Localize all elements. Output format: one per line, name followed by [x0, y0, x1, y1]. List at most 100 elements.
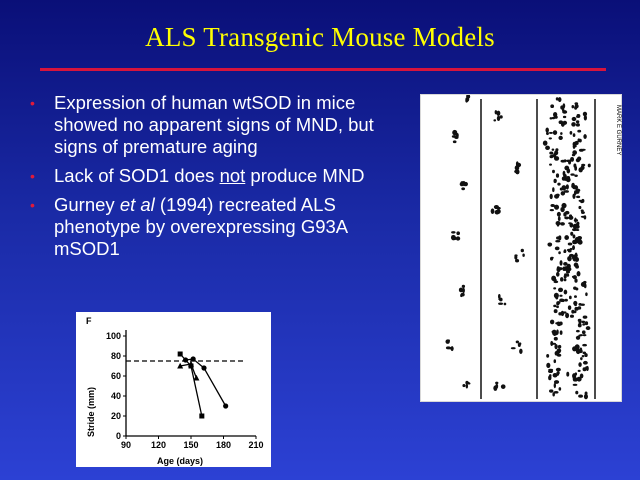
paw-print — [514, 161, 522, 175]
y-tick-label: 40 — [111, 391, 121, 401]
x-tick-label: 90 — [121, 440, 131, 450]
paw-print — [569, 120, 580, 138]
paw-print — [493, 381, 506, 391]
series-line-2 — [185, 358, 227, 407]
paw-print — [542, 127, 558, 146]
paw-print — [556, 298, 567, 317]
paw-print — [548, 375, 562, 397]
paw-print — [547, 242, 561, 261]
paw-print — [575, 111, 588, 121]
paw-print — [575, 326, 591, 337]
paw-print — [498, 294, 507, 306]
paw-print — [549, 304, 562, 325]
paw-print — [445, 339, 454, 352]
paw-print — [577, 156, 591, 173]
chart-marks: 90 120 150 180 210 0 20 40 60 80 100 — [106, 331, 264, 450]
bullet-text-pre: Gurney — [54, 194, 120, 215]
paw-print — [572, 383, 588, 400]
paw-print — [566, 262, 581, 280]
paw-print — [570, 217, 580, 236]
paw-print — [565, 150, 581, 163]
panel-label: F — [86, 316, 92, 326]
paw-print — [451, 129, 459, 144]
data-point — [190, 356, 196, 362]
paw-print — [566, 371, 578, 382]
footprint-marks — [445, 95, 591, 400]
bullet-item: • Lack of SOD1 does not produce MND — [30, 165, 400, 187]
paw-print — [574, 303, 588, 319]
y-axis-label: Stride (mm) — [86, 387, 96, 437]
paw-print — [563, 289, 578, 310]
bullet-marker: • — [30, 168, 35, 184]
paw-print — [493, 110, 503, 122]
footprint-credit: MARK E GURNEY — [615, 105, 621, 155]
stride-chart-svg: F Stride (mm) Age (days) 90 120 150 180 210 0… — [86, 316, 264, 466]
x-tick-label: 180 — [216, 440, 231, 450]
y-tick-label: 0 — [116, 431, 121, 441]
data-point — [188, 360, 194, 367]
paw-print — [555, 223, 562, 243]
paw-print — [572, 138, 586, 152]
x-tick-label: 150 — [183, 440, 198, 450]
paw-print — [553, 148, 567, 163]
x-axis-label: Age (days) — [157, 456, 203, 466]
bullet-marker: • — [30, 95, 35, 111]
paw-print — [567, 237, 582, 246]
paw-print — [450, 231, 461, 241]
paw-print — [553, 367, 561, 389]
data-point — [193, 374, 200, 381]
paw-print — [553, 266, 571, 284]
y-tick-label: 20 — [111, 411, 121, 421]
title-rule — [40, 68, 606, 71]
bullet-text-pre: Lack of SOD1 does — [54, 165, 220, 186]
paw-print — [578, 353, 588, 372]
footprint-drawing: MARK E GURNEY — [445, 95, 621, 400]
y-tick-label: 60 — [111, 371, 121, 381]
paw-print — [458, 284, 466, 298]
paw-print — [578, 205, 587, 220]
paw-print — [574, 344, 583, 361]
paw-print — [551, 329, 562, 350]
bullet-text-post: (1994) recreated ALS phenotype by overex… — [54, 194, 348, 259]
x-tick-label: 210 — [248, 440, 263, 450]
y-tick-label: 80 — [111, 351, 121, 361]
data-point — [177, 362, 184, 369]
paw-print — [465, 95, 471, 103]
paw-print — [549, 150, 559, 166]
paw-print — [571, 275, 587, 291]
paw-print — [546, 351, 561, 369]
data-point — [182, 357, 189, 363]
paw-print — [514, 248, 525, 263]
paw-print — [571, 185, 581, 196]
bullet-text-emphasis: et al — [119, 194, 155, 215]
bullet-item: • Gurney et al (1994) recreated ALS phen… — [30, 194, 400, 260]
paw-print — [555, 97, 568, 114]
paw-print — [490, 205, 501, 215]
data-point — [199, 413, 205, 419]
bullet-text-emphasis: not — [219, 165, 246, 186]
paw-print — [578, 319, 589, 337]
bullet-item: • Expression of human wtSOD in mice show… — [30, 92, 400, 158]
x-tick-label: 120 — [151, 440, 166, 450]
data-point — [223, 403, 229, 409]
stride-chart: F Stride (mm) Age (days) 90 120 150 180 210 0… — [76, 312, 271, 467]
bullet-text: Expression of human wtSOD in mice showed… — [54, 92, 374, 157]
paw-print — [576, 365, 589, 382]
paw-print — [574, 281, 588, 298]
paw-print — [462, 380, 471, 389]
paw-print — [510, 340, 523, 354]
bullet-marker: • — [30, 197, 35, 213]
bullet-list: • Expression of human wtSOD in mice show… — [30, 92, 400, 267]
paw-print — [459, 180, 468, 191]
paw-print — [549, 185, 567, 200]
paw-print — [555, 211, 573, 226]
paw-print — [553, 176, 569, 197]
y-tick-label: 100 — [106, 331, 121, 341]
paw-print — [545, 132, 563, 151]
bullet-text-post: produce MND — [245, 165, 365, 186]
paw-print — [551, 115, 567, 127]
paw-print — [554, 204, 570, 226]
paw-print — [571, 102, 579, 122]
data-point — [201, 365, 207, 371]
footprint-image: MARK E GURNEY — [420, 94, 622, 402]
